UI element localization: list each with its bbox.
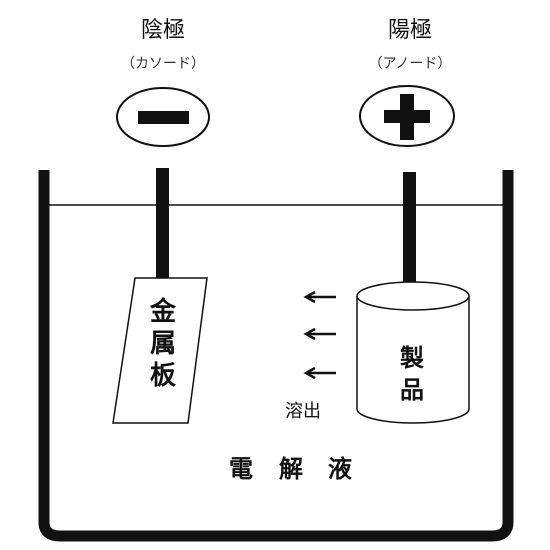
electrolyte-label-1: 電 — [229, 454, 253, 483]
minus-icon — [116, 87, 210, 147]
left-arrow-icon — [303, 290, 336, 304]
dissolution-label: 溶出 — [285, 401, 321, 422]
metal-plate-label-2: 属 — [150, 329, 176, 359]
electrolyte-label-2: 解 — [279, 454, 303, 483]
cathode-subtitle: （カソード） — [121, 56, 205, 72]
plus-icon — [359, 85, 455, 147]
metal-plate — [112, 277, 208, 424]
cathode-rod — [156, 168, 169, 285]
electrolyte-label-3: 液 — [328, 454, 352, 483]
left-arrow-icon — [303, 366, 336, 380]
metal-plate-label-1: 金 — [149, 296, 177, 327]
anode-title: 陽極 — [388, 18, 432, 43]
electrolysis-tank — [38, 170, 514, 542]
product-label-2: 品 — [400, 376, 424, 404]
left-arrow-icon — [303, 327, 336, 341]
cathode-title: 陰極 — [141, 18, 185, 43]
product-label-1: 製 — [400, 344, 424, 372]
metal-plate-label-3: 板 — [150, 361, 176, 391]
anode-subtitle: （アノード） — [369, 56, 452, 72]
anode-rod — [403, 172, 416, 286]
product-cylinder — [356, 281, 470, 424]
